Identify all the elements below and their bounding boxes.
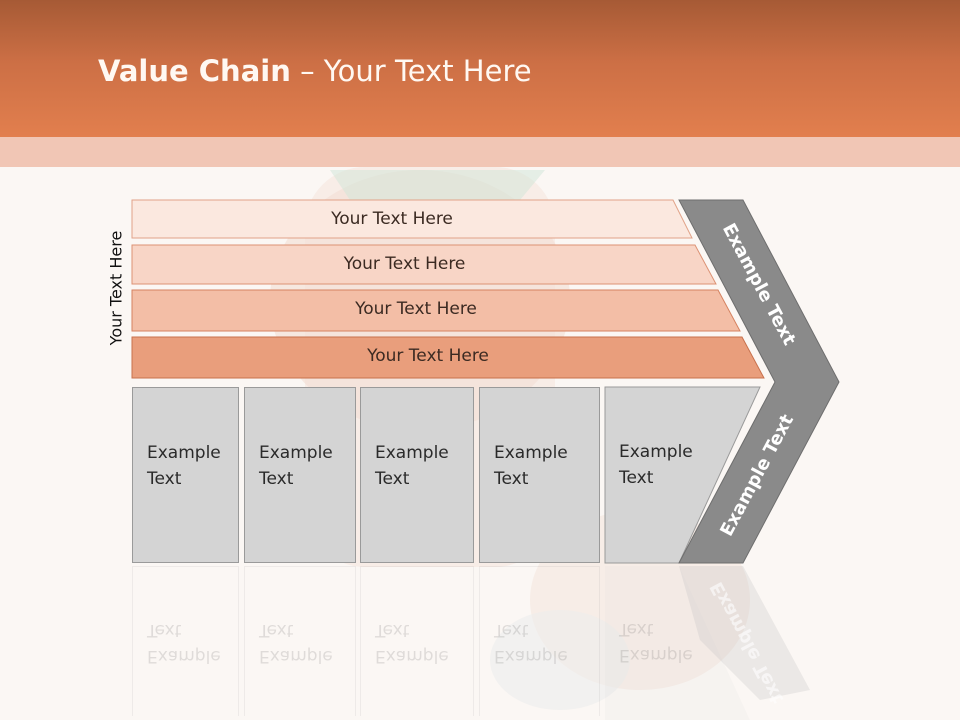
card-line2: Text (147, 620, 182, 640)
card-2-reflection: Example Text (244, 566, 356, 716)
page-title: Value Chain – Your Text Here (98, 54, 532, 88)
band-1-shape (131, 199, 693, 239)
chevron-reflection (679, 566, 810, 700)
band-label: Your Text Here (355, 299, 477, 319)
card-line1: Example (619, 442, 693, 462)
card-1-reflection: Example Text (132, 566, 239, 716)
card-3-reflection: Example Text (360, 566, 474, 716)
card-line1: Example (147, 443, 221, 463)
card-line2: Text (259, 620, 294, 640)
card-line2: Text (494, 469, 529, 489)
last-card-reflection (605, 566, 750, 720)
band-1-text: Your Text Here (132, 200, 692, 238)
card-line2: Text (259, 469, 294, 489)
band-2-shape (131, 244, 717, 285)
card-line1: Example (375, 646, 449, 666)
header-bar (0, 0, 960, 137)
card-line2: Text (147, 469, 182, 489)
card-line2: Text (375, 469, 410, 489)
header-strip (0, 137, 960, 167)
card-5-reflection: Example Text (605, 566, 695, 716)
band-4-text: Your Text Here (132, 337, 764, 375)
band-2-text: Your Text Here (132, 245, 717, 283)
card-line1: Example (259, 646, 333, 666)
band-label: Your Text Here (367, 346, 489, 366)
card-line1: Example (375, 443, 449, 463)
band-3-text: Your Text Here (132, 290, 740, 328)
card-line1: Example (494, 443, 568, 463)
band-3-shape (131, 289, 741, 332)
band-label: Your Text Here (331, 209, 453, 229)
band-4-shape (131, 336, 765, 379)
chevron-arrow (678, 199, 840, 564)
card-line1: Example (147, 646, 221, 666)
card-line1: Example (259, 443, 333, 463)
band-label: Your Text Here (343, 254, 466, 274)
card-line2: Text (619, 619, 654, 639)
card-line1: Example (619, 645, 693, 665)
title-rest: – Your Text Here (290, 54, 532, 88)
card-line2: Text (619, 468, 654, 488)
card-4-reflection: Example Text (479, 566, 600, 716)
card-line2: Text (494, 620, 529, 640)
card-line2: Text (375, 620, 410, 640)
card-line1: Example (494, 646, 568, 666)
title-bold: Value Chain (98, 54, 291, 88)
